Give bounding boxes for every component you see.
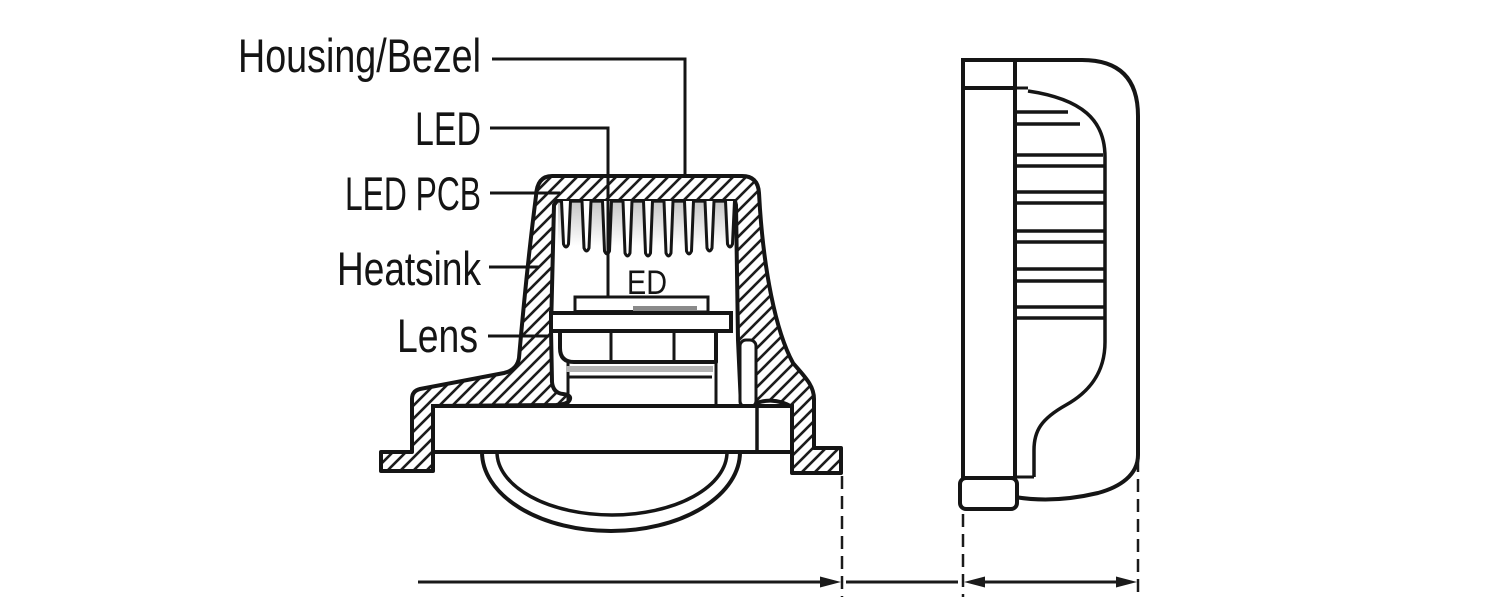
dome-lens-outer <box>479 450 743 533</box>
dimension-arrowheads <box>820 576 1137 588</box>
ed-label: ED <box>627 264 667 302</box>
side-inner-profile <box>1027 89 1107 477</box>
housing-hatched-section <box>379 174 843 475</box>
side-bezel-top-cap <box>961 58 1017 90</box>
lens-label: Lens <box>397 309 478 362</box>
side-profile-view <box>958 58 1140 511</box>
leader-led <box>490 126 610 296</box>
led-pcb-label: LED PCB <box>345 167 481 220</box>
lens-holder-plate <box>549 311 733 333</box>
arrow-right-front <box>820 576 841 588</box>
housing-bezel-label: Housing/Bezel <box>238 29 481 82</box>
stack-gray-band <box>566 366 713 372</box>
led-chip-part <box>633 306 697 314</box>
bezel-band <box>431 404 794 454</box>
dome-lens-inner <box>495 451 729 517</box>
led-label: LED <box>415 102 481 155</box>
wall-slot <box>738 338 758 409</box>
arrow-right-side <box>1116 576 1137 588</box>
arrow-left-side <box>964 576 985 588</box>
dimension-lines <box>418 459 1140 597</box>
lens-part <box>558 329 718 364</box>
heatsink-fins <box>560 200 736 258</box>
front-cross-section-view: ED <box>379 174 843 533</box>
side-heatsink-fins <box>1016 110 1105 320</box>
side-bezel-strip <box>961 86 1017 480</box>
side-bezel-bottom-cap <box>958 476 1019 511</box>
leader-housing-bezel <box>492 57 687 176</box>
heatsink-label: Heatsink <box>337 242 481 295</box>
leader-lines <box>488 57 687 338</box>
extension-lines <box>840 459 1140 597</box>
callout-labels: Housing/Bezel LED LED PCB Heatsink Lens <box>238 29 687 362</box>
